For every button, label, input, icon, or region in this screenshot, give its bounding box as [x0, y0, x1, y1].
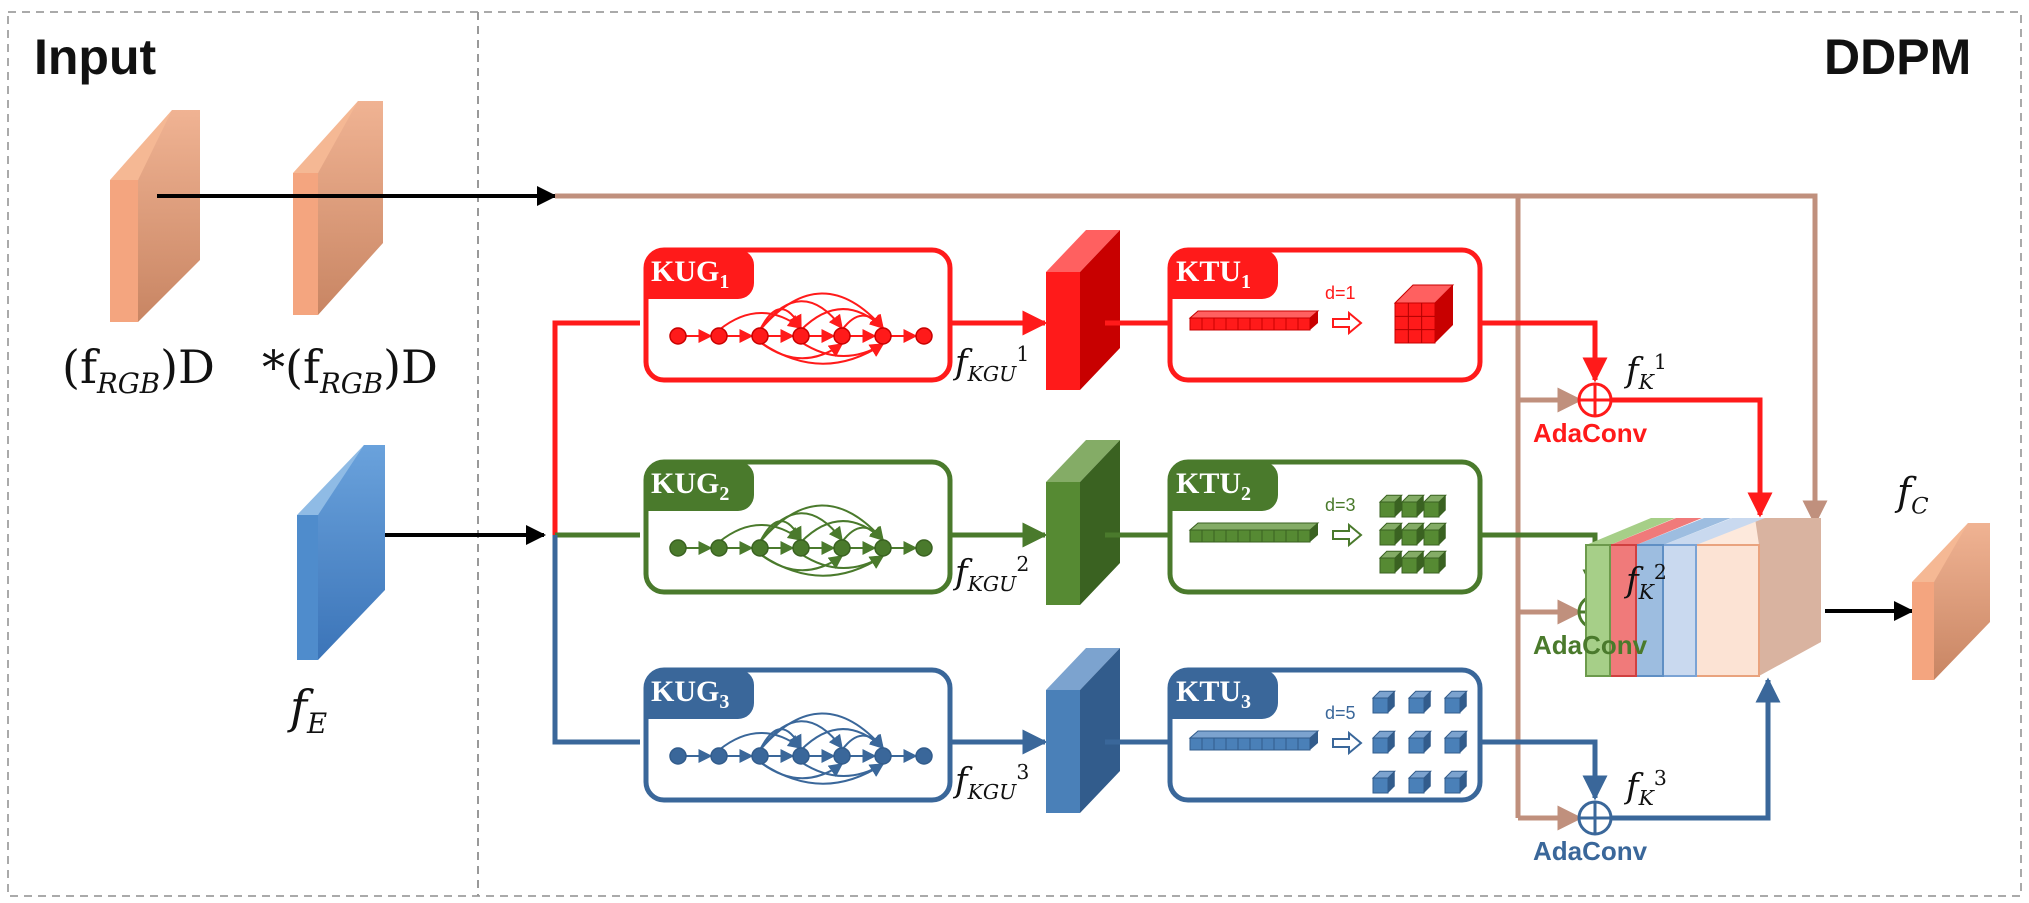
graph-node	[669, 327, 687, 345]
kug-tag	[646, 250, 754, 299]
graph-node	[833, 539, 851, 557]
graph-node	[915, 747, 933, 765]
kug-label: KUG1	[651, 255, 730, 293]
graph-node	[751, 539, 769, 557]
adaconv-label: AdaConv	[1533, 630, 1648, 660]
graph-node	[710, 747, 728, 765]
dilation-label: d=1	[1325, 283, 1356, 303]
concat-stack	[1585, 518, 1821, 677]
label-f-rgb-d-star: *(fRGB)D	[262, 340, 438, 401]
ddpm-section-title: DDPM	[1824, 29, 1972, 85]
branch-2	[643, 440, 1698, 630]
kgu-feature-slab	[1046, 482, 1080, 605]
branch-split	[552, 320, 640, 745]
ktu-label: KTU1	[1176, 255, 1252, 293]
kug-label: KUG3	[651, 675, 730, 713]
graph-node	[915, 327, 933, 345]
branch-1	[643, 230, 1773, 518]
ktu-label: KTU2	[1176, 467, 1252, 505]
graph-node	[792, 539, 810, 557]
graph-node	[669, 539, 687, 557]
dilation-label: d=5	[1325, 703, 1356, 723]
graph-node	[874, 327, 892, 345]
transform-arrow	[1332, 522, 1363, 548]
label-f-e: fE	[290, 680, 328, 741]
kug-tag	[646, 670, 754, 719]
label-f-kgu: fKGU1	[955, 342, 1030, 387]
transform-arrow	[1332, 730, 1363, 756]
feature-map-fe	[297, 445, 385, 660]
label-f-rgb-d: (fRGB)D	[62, 340, 215, 401]
ktu-tag	[1170, 462, 1278, 511]
ktu-label: KTU3	[1176, 675, 1252, 713]
adaconv-label: AdaConv	[1533, 836, 1648, 866]
section-frames	[7, 11, 2022, 897]
input-section-title: Input	[34, 29, 157, 85]
kug-tag	[646, 462, 754, 511]
ktu-tag	[1170, 670, 1278, 719]
adaconv-label: AdaConv	[1533, 418, 1648, 448]
kgu-feature-slab	[1046, 272, 1080, 390]
graph-node	[710, 327, 728, 345]
label-f-k: fK1	[1626, 350, 1667, 395]
ktu-tag	[1170, 250, 1278, 299]
feature-map-fc	[1912, 523, 1990, 680]
branch-3	[643, 648, 1781, 836]
skip-connection	[555, 193, 1828, 831]
kgu-feature-slab	[1046, 690, 1080, 813]
label-f-c: fC	[1897, 470, 1929, 520]
graph-node	[833, 747, 851, 765]
graph-node	[669, 747, 687, 765]
transform-arrow	[1332, 310, 1363, 336]
label-f-kgu: fKGU3	[955, 760, 1030, 805]
graph-node	[833, 327, 851, 345]
graph-node	[874, 747, 892, 765]
graph-node	[915, 539, 933, 557]
kug-label: KUG2	[651, 467, 730, 505]
label-f-kgu: fKGU2	[955, 552, 1030, 597]
graph-node	[792, 327, 810, 345]
label-f-k: fK3	[1626, 766, 1667, 811]
graph-node	[751, 327, 769, 345]
graph-node	[710, 539, 728, 557]
graph-node	[874, 539, 892, 557]
dilation-label: d=3	[1325, 495, 1356, 515]
feature-map-rgb	[110, 110, 200, 322]
label-f-k: fK2	[1626, 560, 1667, 605]
graph-node	[751, 747, 769, 765]
graph-node	[792, 747, 810, 765]
feature-map-rgb-star	[293, 101, 383, 315]
